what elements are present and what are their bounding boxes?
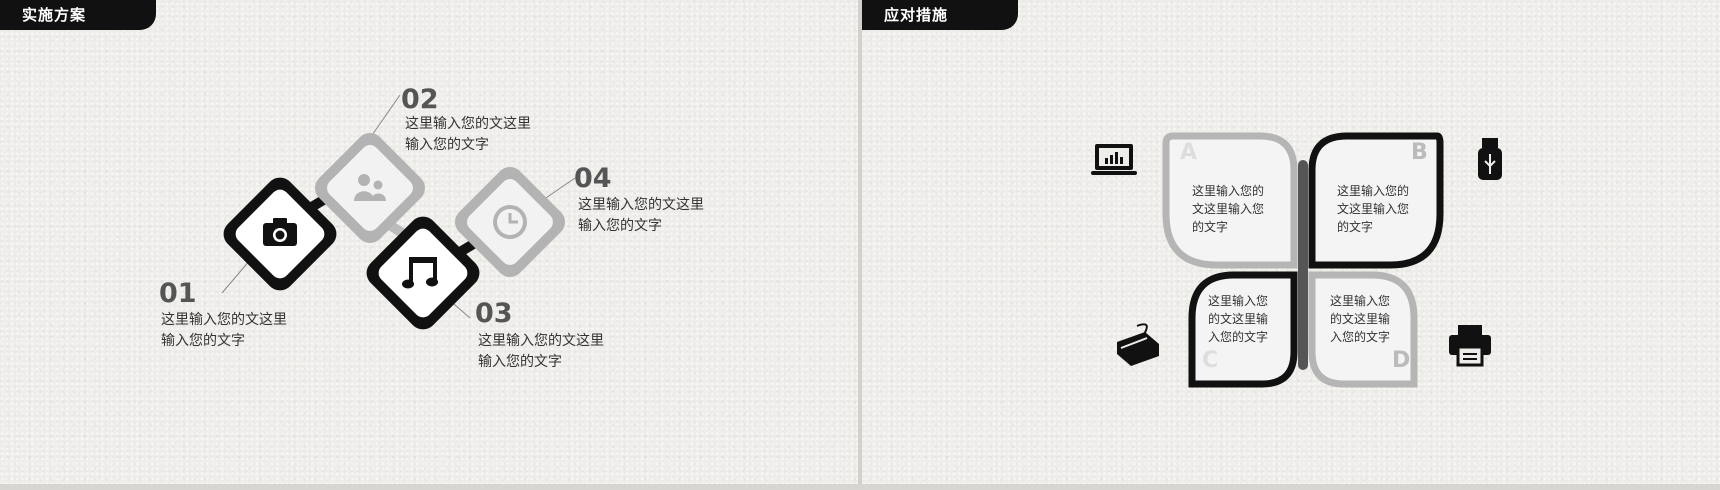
item-number-03: 03 (475, 298, 513, 329)
diamond-03 (366, 216, 480, 330)
item-desc-03-line1: 这里输入您的文这里 (478, 333, 604, 349)
slide-countermeasures: 应对措施 (862, 0, 1720, 484)
item-desc-03: 这里输入您的文这里 输入您的文字 (478, 331, 628, 373)
leader-line-02 (369, 94, 401, 139)
slide-title-tag: 应对措施 (862, 0, 1018, 30)
usb-drive-icon (1478, 138, 1502, 180)
clock-icon (493, 205, 527, 239)
petal-d-text: 这里输入您 的文这里输 入您的文字 (1330, 292, 1390, 346)
item-desc-04: 这里输入您的文这里 输入您的文字 (578, 195, 728, 237)
mouse-icon (1117, 323, 1159, 366)
petal-d-letter: D (1392, 348, 1411, 373)
item-desc-03-line2: 输入您的文字 (478, 354, 562, 370)
petal-d-line1: 这里输入您 (1330, 294, 1391, 308)
petal-c-line2: 的文这里输 (1208, 312, 1269, 326)
petal-d (1308, 271, 1418, 388)
petal-b-line3: 的文字 (1337, 220, 1374, 234)
diamond-02 (314, 132, 426, 244)
petal-c (1188, 271, 1298, 388)
item-desc-04-line1: 这里输入您的文这里 (578, 197, 704, 213)
item-number-04: 04 (574, 163, 612, 194)
item-desc-02-line2: 输入您的文字 (405, 137, 489, 153)
petal-a-line3: 的文字 (1192, 220, 1229, 234)
slide-title-tag: 实施方案 (0, 0, 156, 30)
petal-a-line2: 文这里输入您 (1192, 202, 1265, 216)
petal-a-letter: A (1180, 140, 1198, 165)
petal-b-text: 这里输入您的 文这里输入您 的文字 (1337, 182, 1409, 236)
item-desc-04-line2: 输入您的文字 (578, 218, 662, 234)
item-desc-02-line1: 这里输入您的文这里 (405, 116, 531, 132)
item-desc-02: 这里输入您的文这里 输入您的文字 (405, 114, 555, 156)
laptop-chart-icon (1091, 144, 1137, 175)
camera-icon (263, 218, 297, 246)
item-number-01: 01 (159, 278, 197, 309)
petal-a-line1: 这里输入您的 (1192, 184, 1265, 198)
petal-b-letter: B (1411, 140, 1428, 165)
petal-graphic (1091, 132, 1502, 388)
petal-c-letter: C (1202, 348, 1219, 373)
item-desc-01-line2: 输入您的文字 (161, 333, 245, 349)
petal-b-line2: 文这里输入您 (1337, 202, 1410, 216)
petal-a (1162, 132, 1298, 269)
item-number-02: 02 (401, 84, 439, 115)
petal-d-line3: 入您的文字 (1330, 330, 1391, 344)
slide-implementation-plan: 实施方案 (0, 0, 858, 484)
petal-b-line1: 这里输入您的 (1337, 184, 1410, 198)
petal-c-line1: 这里输入您 (1208, 294, 1269, 308)
slide-divider (858, 0, 862, 490)
petal-b (1308, 132, 1444, 269)
petal-c-line3: 入您的文字 (1208, 330, 1269, 344)
petal-c-text: 这里输入您 的文这里输 入您的文字 (1208, 292, 1268, 346)
diamond-chain-graphic (221, 94, 576, 330)
leader-line-01 (221, 259, 251, 294)
music-note-icon (402, 257, 438, 289)
bottom-strip (0, 484, 1720, 490)
petal-a-text: 这里输入您的 文这里输入您 的文字 (1192, 182, 1264, 236)
users-icon (354, 174, 386, 201)
center-stem (1298, 160, 1308, 370)
item-desc-01-line1: 这里输入您的文这里 (161, 312, 287, 328)
printer-icon (1449, 325, 1491, 367)
item-desc-01: 这里输入您的文这里 输入您的文字 (161, 310, 311, 352)
petal-d-line2: 的文这里输 (1330, 312, 1391, 326)
